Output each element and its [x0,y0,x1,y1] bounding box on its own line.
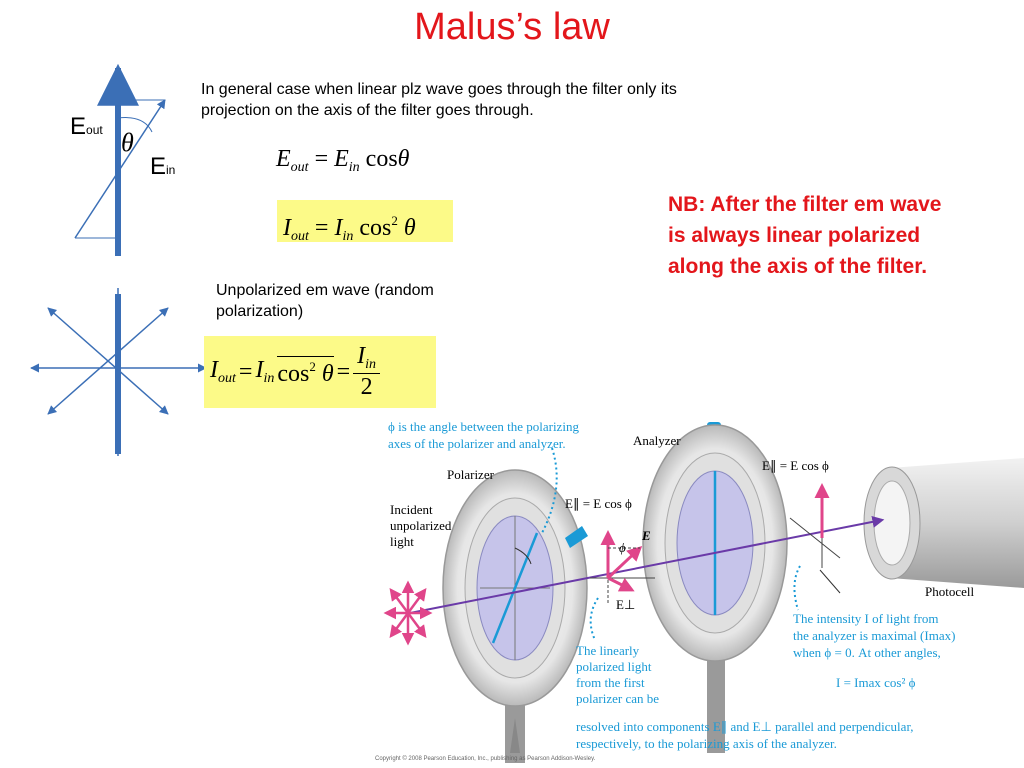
theta-symbol: θ [121,128,134,157]
incident-label-3: light [390,534,414,549]
unpolarized-diagram [30,288,207,456]
linear-text-1: The linearly [576,643,640,658]
components-diagram [590,530,655,603]
e-vector-label: E [642,528,651,543]
linear-text-3: from the first [576,675,645,690]
photocell-label: Photocell [925,584,975,599]
intensity-text-1: The intensity I of light from [793,611,939,626]
linear-text-2: polarized light [576,659,652,674]
light-beam [409,515,885,614]
phi-note-line1: ϕ is the angle between the polarizing [388,419,579,434]
unpolarized-text: Unpolarized em wave (random polarization… [216,282,434,320]
intro-text: In general case when linear plz wave goe… [201,81,677,119]
e-in-vector [74,99,166,239]
incident-star [383,580,433,646]
e-parallel-label-right: E∥ = E cos ϕ [762,458,829,473]
linear-text-4: polarizer can be [576,691,660,706]
e-in-label: Ein [150,153,176,180]
analyzer-label: Analyzer [633,433,681,448]
linear-text-5: resolved into components E∥ and E⊥ paral… [576,719,914,734]
e-perp-label: E⊥ [616,597,636,612]
phi-label: ϕ [619,540,626,555]
polarizer-label: Polarizer [447,467,494,482]
intensity-text-3: when ϕ = 0. At other angles, [793,645,941,660]
copyright: Copyright © 2008 Pearson Education, Inc.… [375,756,596,762]
polarizer [442,469,588,763]
incident-label-2: unpolarized [390,518,452,533]
nb-note: NB: After the filter em wave is always l… [668,193,942,278]
photocell [863,458,1024,588]
filter-bar [115,294,121,454]
polarizer-analyzer-figure [383,422,1024,763]
intensity-equation: I = Imax cos² ϕ [836,675,916,690]
analyzer [642,422,788,753]
phi-note-line2: axes of the polarizer and analyzer. [388,436,566,451]
projection-vector-diagram [74,63,166,256]
equation-e-out: Eout = Ein cosθ [276,146,410,175]
incident-label-1: Incident [390,502,433,517]
e-out-label: Eout [70,113,103,140]
equation-i-out: Iout = Iin cos2 θ [277,200,453,244]
output-diagram [789,483,841,568]
linear-text-6: respectively, to the polarizing axis of … [576,736,837,751]
slide-title: Malus’s law [414,6,610,48]
e-parallel-label-middle: E∥ = E cos ϕ [565,496,632,511]
intensity-text-2: the analyzer is maximal (Imax) [793,628,956,643]
